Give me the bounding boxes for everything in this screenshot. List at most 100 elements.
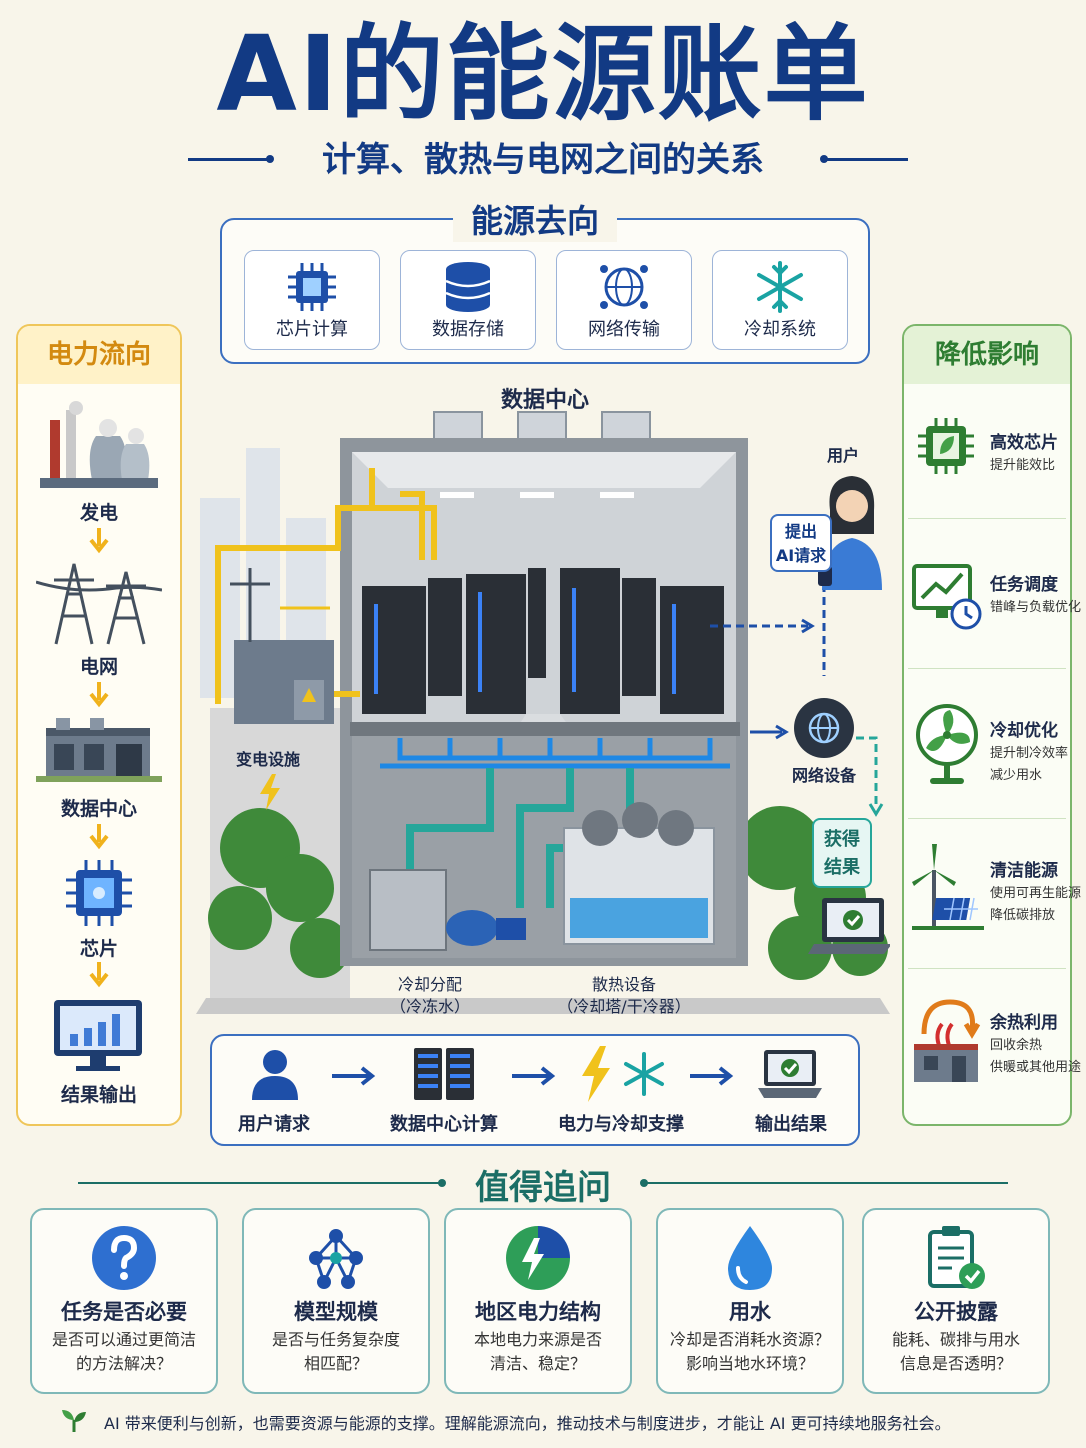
sprout-icon: [62, 1410, 86, 1432]
substation-label: 变电设施: [235, 750, 300, 769]
reduce-item-title: 清洁能源: [990, 861, 1058, 881]
chip-icon: [288, 263, 336, 311]
laptop-check-icon: [758, 1050, 822, 1098]
ai-request-line: AI请求: [775, 546, 827, 565]
reduce-item-title: 余热利用: [990, 1013, 1058, 1033]
question-title: 地区电力结构: [475, 1300, 601, 1324]
divider: [908, 818, 1066, 819]
ai-request-line: 提出: [784, 522, 817, 541]
question-line: 信息是否透明？: [899, 1354, 1012, 1373]
energy-item-storage: 数据存储: [400, 250, 536, 350]
laptop-check-icon: [808, 898, 890, 954]
reduce-item-title: 高效芯片: [990, 433, 1058, 453]
subtitle-line-right: [826, 158, 908, 161]
result-bubble: 获得 结果: [812, 818, 872, 888]
power-flow-step-label: 电网: [79, 656, 118, 678]
lightning-icon: [260, 774, 280, 810]
divider: [908, 968, 1066, 969]
heat-dissipation-line: （冷却塔/干冷器）: [557, 997, 691, 1016]
network-globe-icon: [600, 265, 648, 309]
user-icon: [252, 1050, 298, 1100]
question-text: 是否与任务复杂度相匹配？: [250, 1328, 422, 1376]
subtitle-dot-left: [266, 155, 274, 163]
arrow-down-icon: [89, 682, 109, 708]
subtitle-line-left: [188, 158, 270, 161]
question-card: 模型规模 是否与任务复杂度相匹配？: [242, 1208, 430, 1394]
questions-dot-left: [438, 1179, 446, 1187]
process-step-label: 电力与冷却支撑: [558, 1114, 684, 1135]
reduce-item-line: 减少用水: [990, 768, 1043, 783]
user-label: 用户: [826, 446, 859, 465]
power-flow-step-label: 芯片: [79, 938, 118, 960]
cooling-distribution-line: 冷却分配: [397, 975, 462, 994]
arrow-down-icon: [89, 528, 109, 554]
cooling-distribution-label: 冷却分配 （冷冻水）: [370, 974, 490, 1018]
heat-dissipation-line: 散热设备: [591, 975, 656, 994]
power-flow-step-label: 发电: [79, 502, 118, 524]
user-figure-icon: [818, 476, 882, 590]
question-title: 模型规模: [294, 1300, 378, 1324]
green-chip-icon: [918, 418, 974, 474]
server-rack-icon: [414, 1048, 474, 1100]
question-line: 是否与任务复杂度: [271, 1330, 400, 1349]
question-text: 冷却是否消耗水资源？影响当地水环境？: [664, 1328, 836, 1376]
question-line: 是否可以通过更简洁: [51, 1330, 196, 1349]
question-line: 本地电力来源是否: [473, 1330, 602, 1349]
network-device-label: 网络设备: [791, 766, 856, 785]
lightning-snowflake-icon: [582, 1046, 664, 1102]
arrow-down-icon: [89, 962, 109, 988]
question-text: 是否可以通过更简洁的方法解决？: [38, 1328, 210, 1376]
clipboard-check-icon: [928, 1226, 985, 1289]
question-line: 清洁、稳定？: [489, 1354, 586, 1373]
question-title: 任务是否必要: [61, 1300, 187, 1324]
question-card: 地区电力结构 本地电力来源是否清洁、稳定？: [444, 1208, 632, 1394]
schedule-chart-icon: [912, 564, 982, 630]
pie-lightning-icon: [506, 1226, 570, 1290]
process-step-label: 输出结果: [755, 1114, 827, 1135]
footer-text: AI 带来便利与创新，也需要资源与能源的支撑。理解能源流向，推动技术与制度进步，…: [104, 1414, 951, 1433]
ai-request-bubble: 提出 AI请求: [770, 514, 832, 572]
page-subtitle: 计算、散热与电网之间的关系: [322, 140, 764, 180]
energy-item-label: 芯片计算: [276, 319, 348, 340]
monitor-chart-icon: [54, 1000, 142, 1071]
question-line: 冷却是否消耗水资源？: [669, 1330, 830, 1349]
reduce-item-line: 供暖或其他用途: [990, 1060, 1082, 1075]
questions-heading: 值得追问: [475, 1168, 611, 1208]
process-step-label: 用户请求: [238, 1114, 310, 1135]
question-text: 本地电力来源是否清洁、稳定？: [452, 1328, 624, 1376]
energy-destination-heading: 能源去向: [453, 196, 618, 242]
divider: [908, 668, 1066, 669]
reduce-item-line: 错峰与负载优化: [990, 600, 1082, 615]
energy-item-label: 数据存储: [432, 319, 504, 340]
question-title: 公开披露: [914, 1300, 998, 1324]
question-card: 任务是否必要 是否可以通过更简洁的方法解决？: [30, 1208, 218, 1394]
divider: [908, 518, 1066, 519]
reduce-item-line: 使用可再生能源: [990, 886, 1082, 901]
energy-item-cooling: 冷却系统: [712, 250, 848, 350]
reduce-impact-heading: 降低影响: [904, 326, 1070, 384]
reduce-item-line: 回收余热: [990, 1038, 1043, 1053]
cooling-distribution-line: （冷冻水）: [389, 997, 470, 1016]
reduce-item-title: 冷却优化: [990, 721, 1058, 741]
network-device-icon: [794, 698, 854, 758]
question-line: 的方法解决？: [75, 1354, 172, 1373]
wind-solar-icon: [912, 844, 984, 930]
energy-item-label: 冷却系统: [744, 319, 816, 340]
result-bubble-line: 获得: [824, 829, 860, 850]
reduce-item-line: 提升制冷效率: [990, 746, 1069, 761]
reduce-item-line: 降低碳排放: [990, 908, 1056, 923]
reduce-item-title: 任务调度: [990, 575, 1058, 595]
database-icon: [445, 262, 491, 312]
power-plant-icon: [40, 401, 158, 488]
question-text: 能耗、碳排与用水信息是否透明？: [870, 1328, 1042, 1376]
arrow-right-icon: [512, 1066, 556, 1086]
question-card: 用水 冷却是否消耗水资源？影响当地水环境？: [656, 1208, 844, 1394]
question-icon: [92, 1226, 156, 1290]
energy-item-label: 网络传输: [588, 319, 660, 340]
datacenter-illustration: [196, 411, 890, 1014]
subtitle-dot-right: [820, 155, 828, 163]
questions-line-left: [78, 1182, 442, 1184]
snowflake-icon: [757, 261, 803, 313]
power-flow-step-label: 数据中心: [60, 798, 137, 820]
data-center-building-icon: [36, 718, 162, 782]
